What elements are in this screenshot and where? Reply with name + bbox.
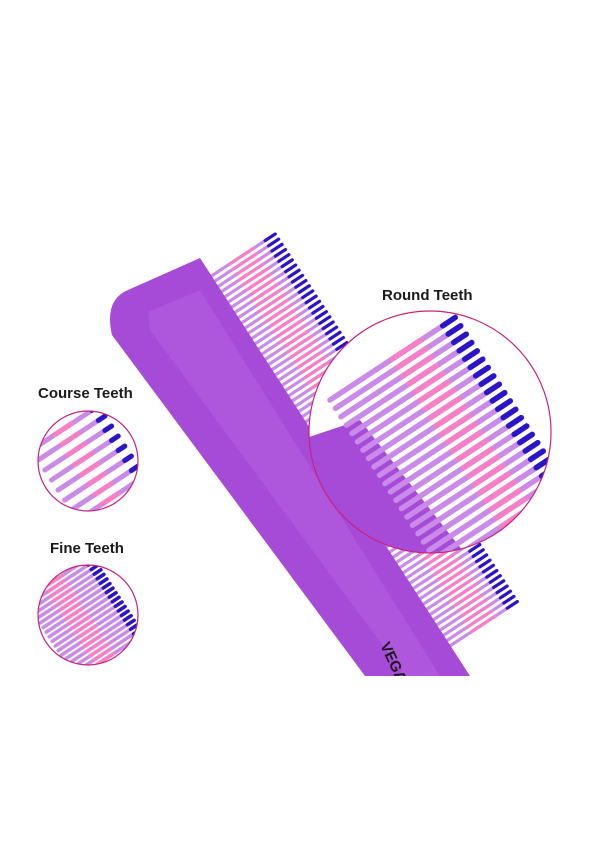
course-teeth-zoom (37, 410, 139, 512)
round-teeth-circle-outline (308, 310, 552, 554)
comb-spine-inner-ridge (148, 290, 440, 676)
course-teeth-circle-outline (37, 410, 139, 512)
fine-teeth-zoom (37, 564, 139, 666)
course-teeth-label: Course Teeth (38, 385, 133, 402)
fine-teeth-label: Fine Teeth (50, 540, 124, 557)
fine-teeth-circle-outline (37, 564, 139, 666)
round-teeth-label: Round Teeth (382, 287, 473, 304)
